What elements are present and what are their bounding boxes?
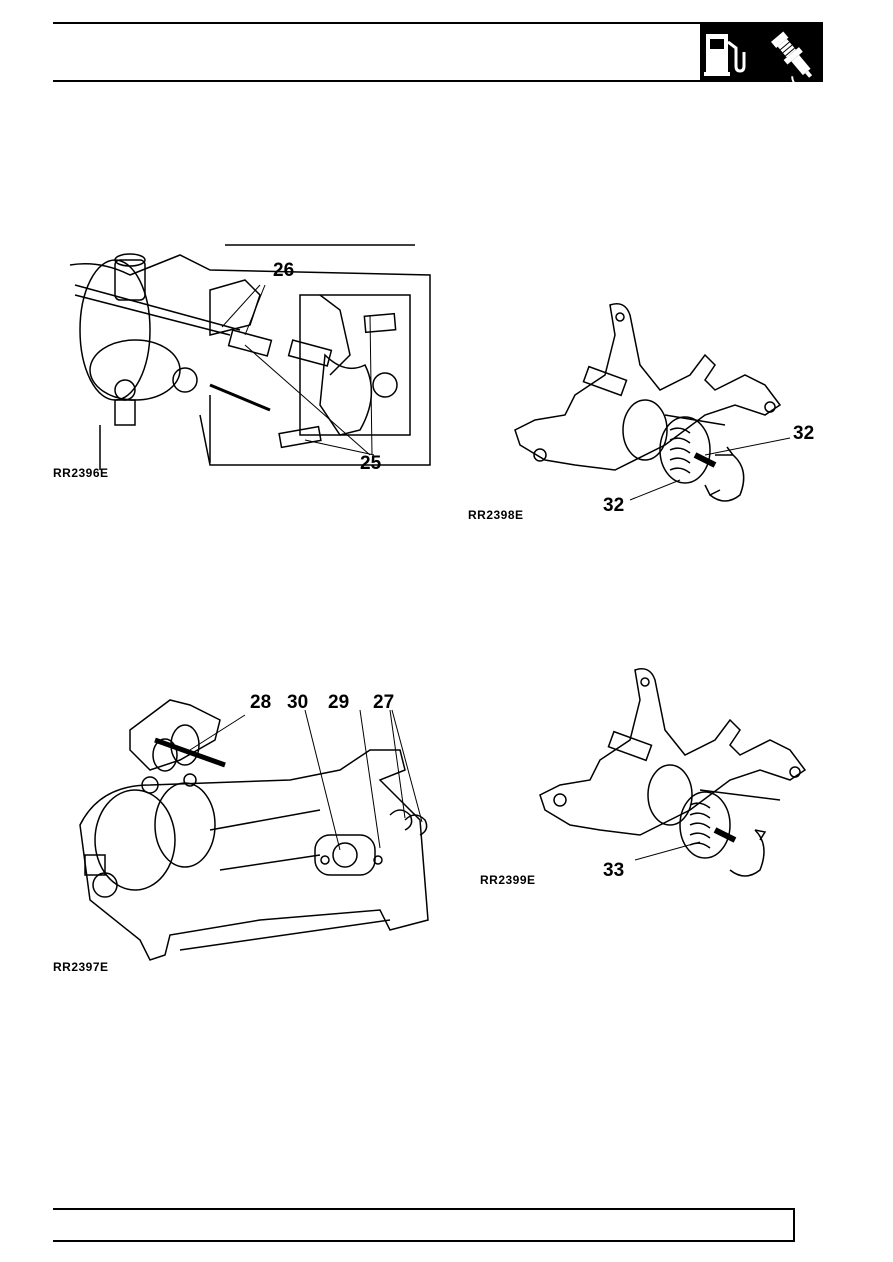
callout-30: 30 [287, 692, 309, 713]
illustration-actuator-bracket [79, 699, 429, 961]
callout-32-upper: 32 [793, 423, 815, 444]
illustration-throttle-linkage [69, 244, 431, 470]
callout-27: 27 [373, 692, 395, 713]
figure-caption: RR2397E [53, 960, 109, 974]
spark-plug-icon [771, 31, 813, 86]
section-logo [700, 22, 823, 86]
figure-caption: RR2398E [468, 508, 524, 522]
header-top-rule [53, 22, 823, 24]
illustration-spring-assembly [514, 303, 791, 502]
callout-28: 28 [250, 692, 272, 713]
illustration-spring-assembly-rotated [539, 668, 807, 877]
figure-caption: RR2399E [480, 873, 536, 887]
callout-29: 29 [328, 692, 350, 713]
figure-caption: RR2396E [53, 466, 109, 480]
fuel-pump-icon [704, 34, 746, 76]
callout-25: 25 [360, 453, 382, 474]
figure-rr2397e: 28 30 29 27 RR2397E [53, 690, 440, 975]
header-bottom-rule [53, 80, 823, 82]
figure-rr2396e: 26 25 RR2396E [53, 235, 440, 480]
page-footer [53, 1208, 795, 1242]
figure-rr2399e: 33 RR2399E [470, 660, 820, 895]
callout-33: 33 [603, 860, 625, 881]
callout-32-lower: 32 [603, 495, 625, 516]
callout-26: 26 [273, 260, 295, 281]
figure-rr2398e: 32 32 RR2398E [465, 295, 825, 522]
